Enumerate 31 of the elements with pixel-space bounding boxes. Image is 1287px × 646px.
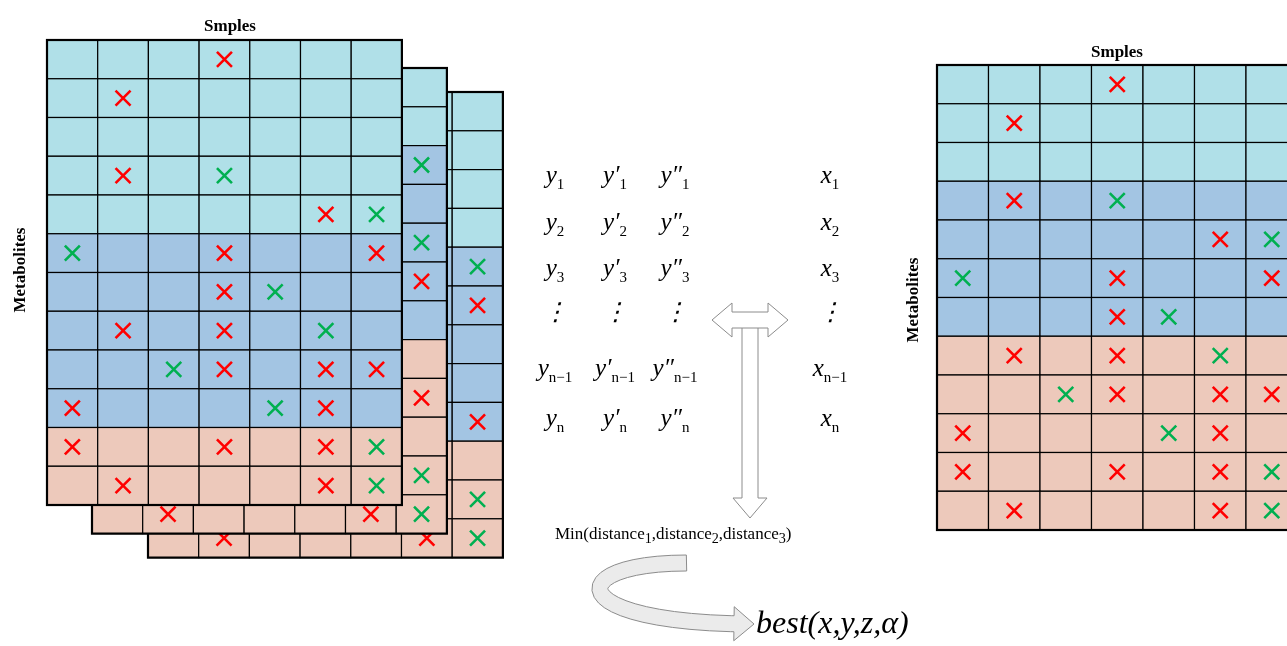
math-term: y$_{3}$ bbox=[542, 253, 566, 287]
math-term: y″$_{3}$ bbox=[657, 253, 691, 287]
formula-text: best(x,y,z,α) bbox=[756, 603, 909, 641]
axis-title: Smples bbox=[1090, 43, 1144, 61]
math-term: ⋮ bbox=[541, 297, 569, 327]
math-term: y$_{n−1}$ bbox=[534, 353, 574, 387]
math-term: x$_{3}$ bbox=[819, 253, 841, 287]
math-term: y″$_{1}$ bbox=[657, 160, 691, 194]
formula-text: Min(distance$_{1}$,distance$_{2}$,distance$_{3}$) bbox=[555, 520, 792, 548]
math-term: ⋮ bbox=[601, 297, 629, 327]
math-term: y′$_{2}$ bbox=[600, 207, 629, 241]
math-term: y$_{2}$ bbox=[542, 207, 566, 241]
math-term: y′$_{1}$ bbox=[600, 160, 629, 194]
math-term: y$_{1}$ bbox=[542, 160, 566, 194]
axis-title: Metabolites bbox=[10, 226, 30, 315]
math-term: y′$_{3}$ bbox=[600, 253, 629, 287]
math-term: y″$_{2}$ bbox=[657, 207, 691, 241]
math-term: x$_{2}$ bbox=[819, 207, 841, 241]
axis-title: Metabolites bbox=[903, 256, 923, 345]
math-term: y′$_{n−1}$ bbox=[592, 353, 636, 387]
math-term: y′$_{n}$ bbox=[600, 403, 629, 437]
math-term: x$_{n−1}$ bbox=[811, 353, 849, 387]
math-term: y″$_{n}$ bbox=[657, 403, 691, 437]
math-term: ⋮ bbox=[661, 297, 689, 327]
math-term: x$_{n}$ bbox=[819, 403, 841, 437]
math-term: ⋮ bbox=[816, 297, 844, 327]
block-arrow bbox=[711, 302, 789, 338]
math-term: y″$_{n−1}$ bbox=[649, 353, 699, 387]
math-term: x$_{1}$ bbox=[819, 160, 841, 194]
math-term: y$_{n}$ bbox=[542, 403, 566, 437]
axis-title: Smples bbox=[203, 17, 257, 35]
